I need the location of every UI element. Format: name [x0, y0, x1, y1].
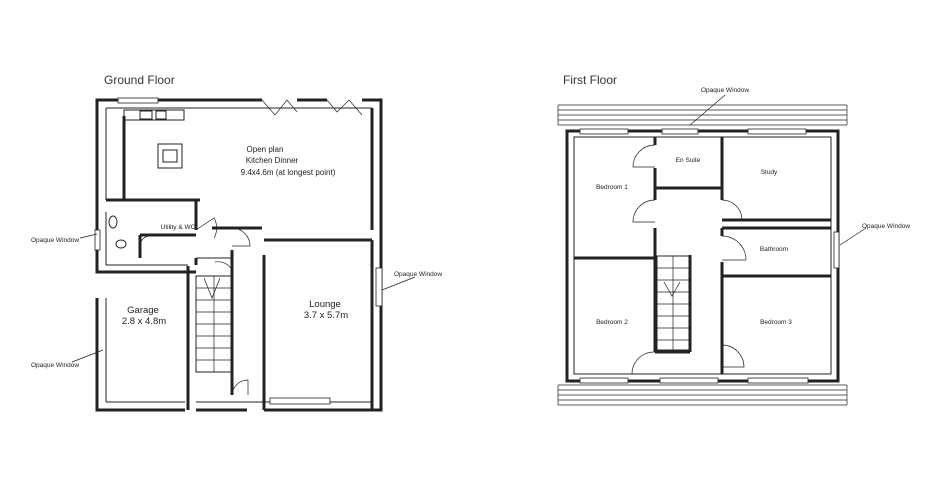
first-stairs — [656, 255, 690, 351]
kitchen-label-3: 9.4x4.6m (at longest point) — [241, 168, 336, 177]
first-floor-plan: First Floor — [557, 73, 910, 406]
kitchen-window — [117, 97, 159, 104]
opaque-window-top-label: Opaque Window — [701, 87, 749, 94]
kitchen-units — [123, 109, 185, 169]
bedroom1-label: Bedroom 1 — [596, 184, 628, 191]
first-floor-walls — [565, 129, 840, 383]
kitchen-label-2: Kitchen Dinner — [246, 156, 299, 165]
wc-window — [94, 229, 101, 251]
lounge-size: 3.7 x 5.7m — [304, 310, 348, 321]
lounge-side-window — [375, 267, 383, 307]
opaque-window-garage-label: Opaque Window — [31, 362, 79, 369]
utility-label: Utility & WC — [161, 224, 196, 231]
island-hob — [157, 143, 183, 169]
opaque-window-lounge-label: Opaque Window — [394, 271, 442, 278]
ground-floor-walls — [95, 98, 383, 412]
opaque-window-right-label: Opaque Window — [862, 223, 910, 230]
kitchen-label-1: Open plan — [247, 145, 284, 154]
ground-doors — [139, 217, 251, 396]
bifold-doors — [261, 99, 363, 116]
study-label: Study — [761, 169, 778, 176]
ground-stairs — [195, 275, 233, 373]
lounge-label: Lounge — [309, 299, 341, 310]
first-floor-windows — [579, 128, 840, 384]
first-floor-title: First Floor — [563, 73, 617, 87]
bedroom2-label: Bedroom 2 — [596, 319, 628, 326]
wc-fixtures — [108, 215, 127, 249]
lounge-front-window — [269, 397, 331, 405]
opaque-window-left-label: Opaque Window — [31, 237, 79, 244]
bathroom-label: Bathroom — [760, 246, 788, 253]
first-floor-doors — [631, 144, 747, 375]
bedroom3-label: Bedroom 3 — [760, 319, 792, 326]
ground-floor-plan: Ground Floor — [31, 73, 442, 412]
ground-floor-title: Ground Floor — [104, 73, 175, 87]
garage-size: 2.8 x 4.8m — [122, 316, 166, 327]
ensuite-label: En Suite — [676, 157, 701, 164]
garage-label: Garage — [127, 305, 159, 316]
eaves — [557, 104, 848, 406]
